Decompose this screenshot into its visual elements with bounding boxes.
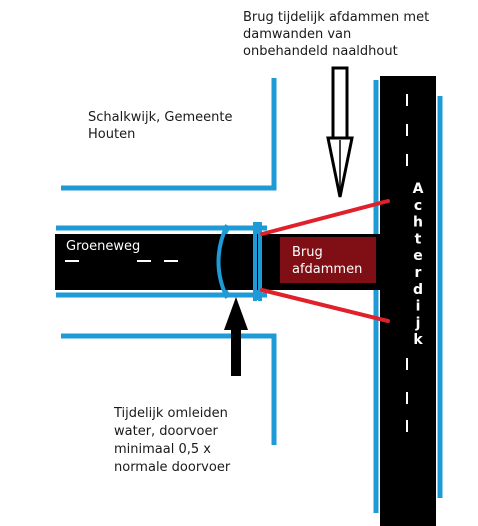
arrow-up-shaft <box>231 328 241 376</box>
dam-box <box>280 237 376 283</box>
achterdijk-letter: e <box>413 248 423 264</box>
label-line: Schalkwijk, Gemeente <box>88 110 232 125</box>
label-line: Houten <box>88 127 135 142</box>
label-water-bypass: Tijdelijk omleiden water, doorvoer minim… <box>113 406 231 475</box>
bridge-arc <box>216 224 229 299</box>
road-markings <box>65 94 408 432</box>
dam-box-label-2: afdammen <box>292 262 362 277</box>
label-line: Tijdelijk omleiden <box>113 406 228 421</box>
achterdijk-letter: A <box>413 181 424 197</box>
arrow-up-head <box>224 297 248 330</box>
roads <box>55 76 436 526</box>
label-line: Brug tijdelijk afdammen met <box>243 10 429 25</box>
label-line: normale doorvoer <box>114 460 231 475</box>
dam-line-lower <box>260 288 390 323</box>
arrow-down <box>326 66 354 198</box>
arrow-up <box>224 297 248 376</box>
road-label-groeneweg: Groeneweg <box>66 239 140 254</box>
label-line: water, doorvoer <box>114 424 218 439</box>
label-line: minimaal 0,5 x <box>114 442 211 457</box>
achterdijk-letter: j <box>415 315 421 331</box>
lower-left-ditch <box>61 333 277 445</box>
label-line: damwanden van <box>243 27 351 42</box>
dam-lines <box>260 199 390 323</box>
achterdijk-letter: t <box>415 231 422 247</box>
upper-left-ditch <box>61 78 277 191</box>
label-location: Schalkwijk, Gemeente Houten <box>88 110 232 142</box>
achterdijk-letter: k <box>413 332 423 348</box>
dam-line-upper <box>260 199 390 236</box>
achterdijk-letter: i <box>416 299 421 315</box>
achterdijk-letter: d <box>413 282 423 298</box>
bridge-crossings <box>216 222 262 301</box>
achterdijk-letter: r <box>415 265 422 281</box>
label-line: onbehandeld naaldhout <box>243 44 398 59</box>
label-bridge-instruction: Brug tijdelijk afdammen met damwanden va… <box>243 10 429 59</box>
achterdijk-letter: h <box>413 215 423 231</box>
water-lines <box>56 78 443 513</box>
achterdijk-letter: c <box>414 198 422 214</box>
dam-box-label-1: Brug <box>292 245 323 260</box>
road-achterdijk <box>380 76 436 526</box>
arrow-down-shaft <box>331 66 349 144</box>
